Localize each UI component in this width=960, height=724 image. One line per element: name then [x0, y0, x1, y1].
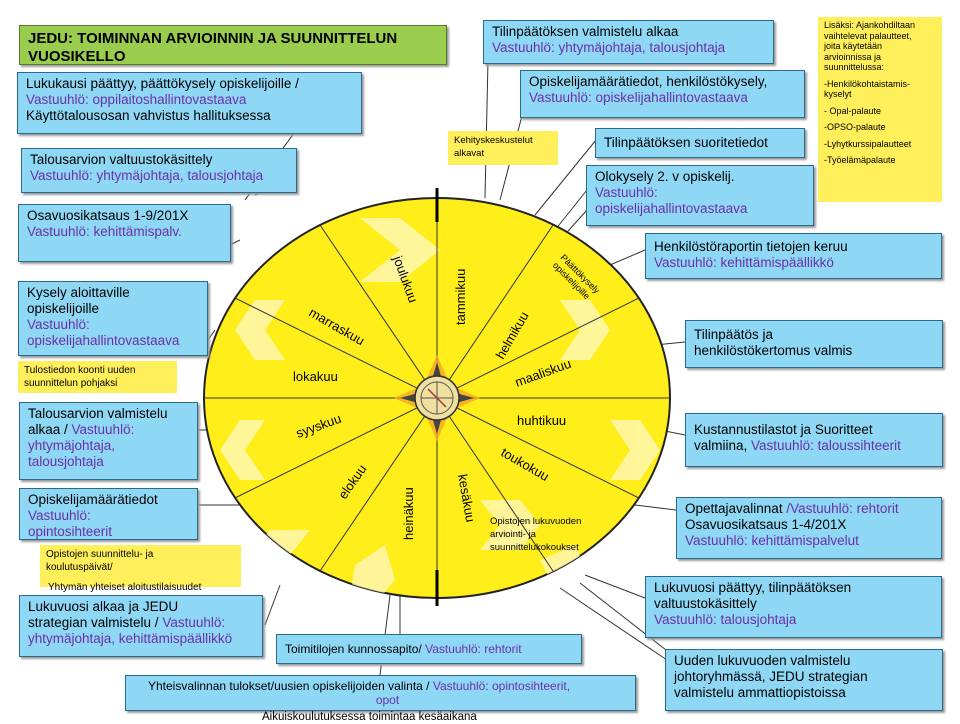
note-tulostiedon: Tulostiedon koonti uuden suunnittelun po… — [18, 361, 177, 393]
box-olokysely: Olokysely 2. v opiskelij. Vastuuhlö: opi… — [586, 165, 814, 226]
month-label-heinakuu: heinäkuu — [401, 487, 416, 540]
month-label-tammikuu: tammikuu — [453, 269, 468, 325]
note-yhtyman-yhteiset: Yhtymän yhteiset aloitustilaisuudet — [48, 582, 202, 593]
svg-text:suunnittelukokoukset: suunnittelukokoukset — [490, 542, 579, 553]
page-title: JEDU: TOIMINNAN ARVIOINNIN JA SUUNNITTEL… — [19, 25, 447, 65]
box-osavuosikatsaus-9: Osavuosikatsaus 1-9/201X Vastuuhlö: kehi… — [18, 204, 231, 262]
note-aikuiskoulutus: Aikuiskoulutuksessa toimintaa kesäaikana — [262, 711, 477, 723]
svg-text:Opistojen lukuvuoden: Opistojen lukuvuoden — [490, 516, 581, 527]
box-uuden-lukuvuoden: Uuden lukuvuoden valmistelu johtoryhmäss… — [665, 649, 943, 711]
compass-icon — [394, 355, 480, 441]
box-opiskelijamaara-right: Opiskelijamäärätiedot, henkilöstökysely,… — [520, 70, 805, 118]
box-suoritetiedot: Tilinpäätöksen suoritetiedot — [595, 128, 805, 158]
box-opiskelijamaara-left: Opiskelijamäärätiedot Vastuuhlö: opintos… — [19, 488, 198, 540]
box-tilinpaatos-alkaa: Tilinpäätöksen valmistelu alkaa Vastuuhl… — [483, 20, 774, 64]
box-yhteisvalinnan: Yhteisvalinnan tulokset/uusien opiskelij… — [125, 675, 636, 711]
note-lisaksi: Lisäksi: Ajankohdiltaan vaihtelevat pala… — [818, 17, 942, 202]
note-kehityskeskustelut: Kehityskeskustelut alkavat — [448, 131, 558, 165]
note-opistojen-suunnittelu: Opistojen suunnittelu- ja koulutuspäivät… — [40, 545, 241, 587]
month-label-lokakuu: lokakuu — [293, 369, 338, 384]
opistojen-label: Opistojen lukuvuoden arviointi- ja suunn… — [490, 516, 581, 553]
box-lukukausi: Lukukausi päättyy, päättökysely opiskeli… — [17, 72, 362, 134]
box-toimitilojen: Toimitilojen kunnossapito/ Vastuuhlö: re… — [276, 634, 582, 664]
month-label-huhtikuu: huhtikuu — [517, 413, 566, 428]
box-kustannustilastot: Kustannustilastot ja Suoritteet valmiina… — [685, 413, 943, 467]
box-talousarvio-kasittely: Talousarvion valtuustokäsittely Vastuuhl… — [21, 148, 297, 193]
box-lukuvuosi-alkaa: Lukuvuosi alkaa ja JEDU strategian valmi… — [19, 595, 263, 657]
box-opettajavalinnat: Opettajavalinnat /Vastuuhlö: rehtorit Os… — [676, 497, 942, 559]
box-talousarvio-valmistelu: Talousarvion valmistelu alkaa / Vastuuhl… — [19, 402, 198, 480]
svg-text:arviointi- ja: arviointi- ja — [490, 529, 537, 540]
box-tilinpaatos-valmis: Tilinpäätös ja henkilöstökertomus valmis — [685, 320, 943, 368]
box-henkilostoraportti: Henkilöstöraportin tietojen keruu Vastuu… — [645, 233, 942, 279]
box-kysely-aloittaville: Kysely aloittaville opiskelijoille Vastu… — [18, 281, 208, 356]
box-lukuvuosi-paattyy: Lukuvuosi päättyy, tilinpäätöksen valtuu… — [645, 576, 942, 638]
